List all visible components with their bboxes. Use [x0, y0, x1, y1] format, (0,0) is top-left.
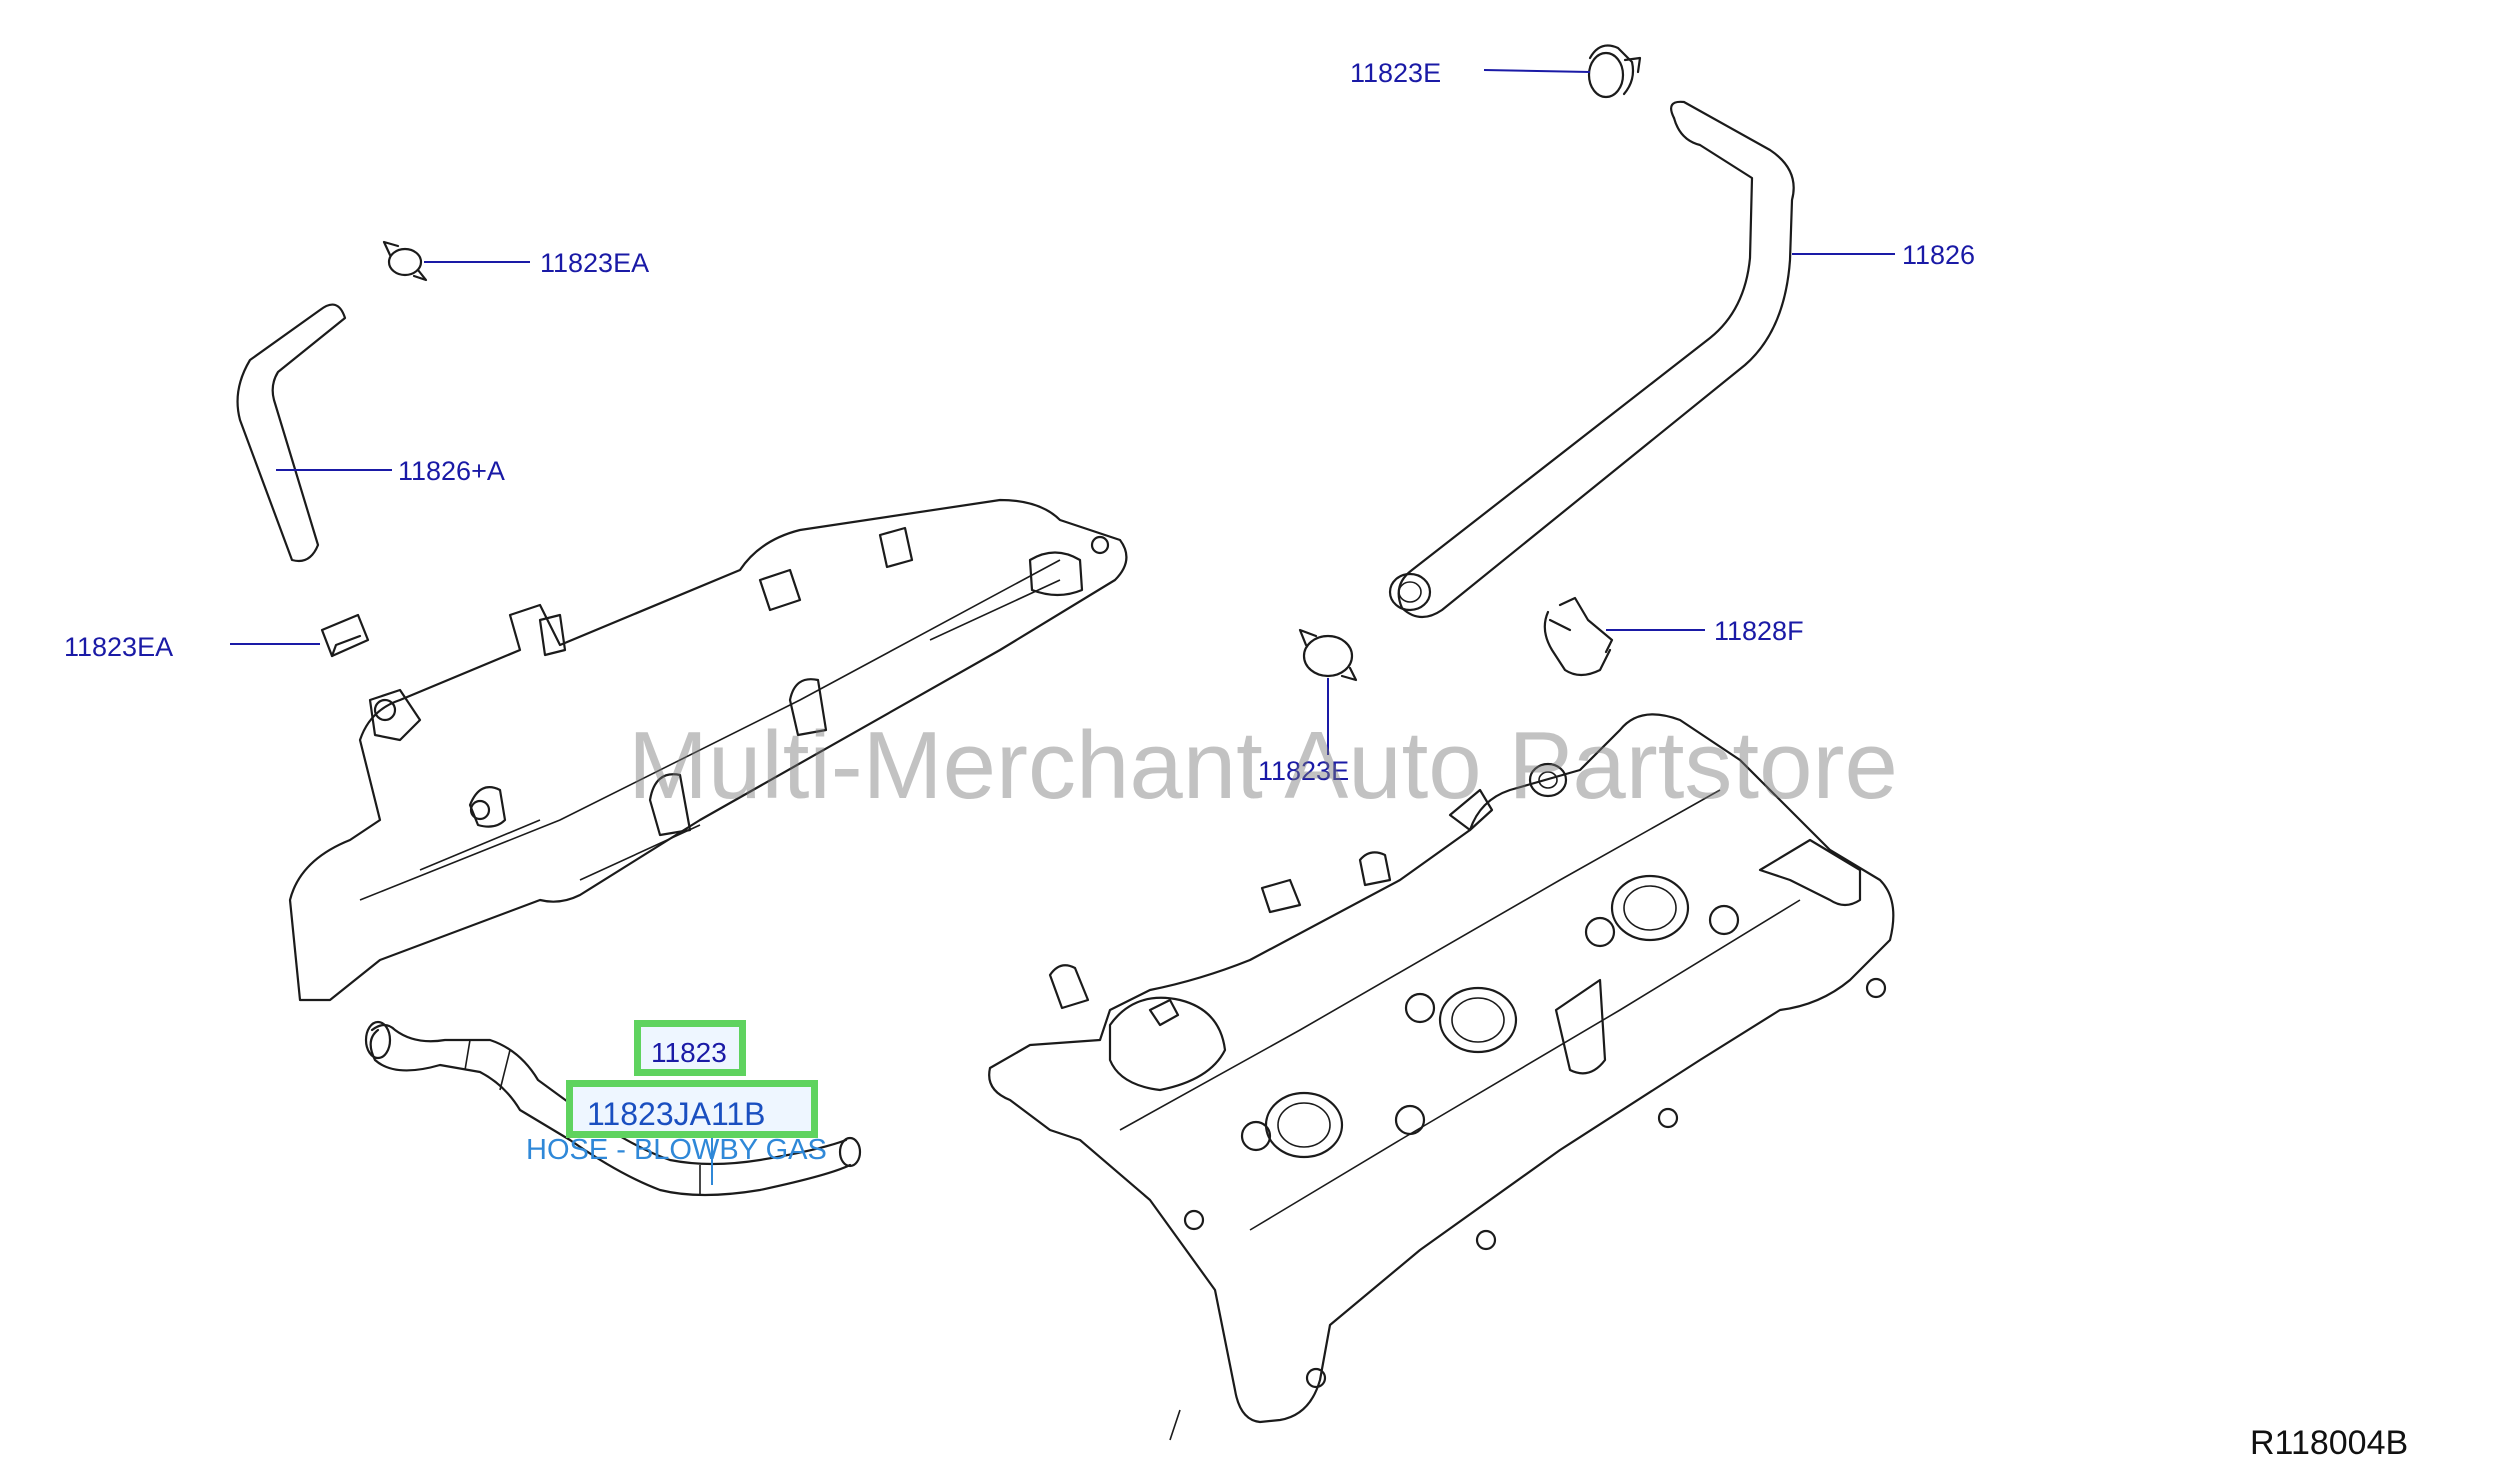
callout-11823e-mid[interactable]: 11823E [1258, 756, 1350, 786]
valve-cover-right-icon [988, 713, 1895, 1441]
part-description[interactable]: HOSE - BLOWBY GAS [526, 1134, 827, 1166]
hose-11826-icon [1388, 100, 1795, 619]
watermark: Multi-Merchant Auto Partstore [628, 712, 1898, 819]
clamp-11823e-top-icon [1587, 44, 1642, 99]
clip-11828f-icon [1543, 596, 1614, 677]
highlight-ref-number: 11823 [651, 1037, 727, 1068]
callout-11823ea-left[interactable]: 11823EA [64, 632, 174, 662]
callout-11823e-top[interactable]: 11823E [1350, 58, 1442, 88]
valve-cover-left-icon [288, 498, 1128, 1002]
clamp-11823e-mid-icon [1298, 628, 1358, 682]
callout-11826[interactable]: 11826 [1902, 240, 1976, 270]
callout-11828f[interactable]: 11828F [1714, 616, 1804, 646]
highlight-part-number: 11823JA11B [587, 1096, 766, 1132]
clamp-11823ea-top-icon [382, 240, 428, 282]
clamp-11823ea-left-icon [320, 613, 370, 658]
highlight-part-box[interactable]: 11823JA11B [566, 1080, 818, 1138]
callout-11823ea-top[interactable]: 11823EA [540, 248, 650, 278]
diagram-code: R118004B [2250, 1424, 2409, 1462]
hose-11826a-icon [236, 303, 347, 563]
callout-11826a[interactable]: 11826+A [398, 456, 505, 486]
highlight-ref-box[interactable]: 11823 [634, 1020, 746, 1076]
